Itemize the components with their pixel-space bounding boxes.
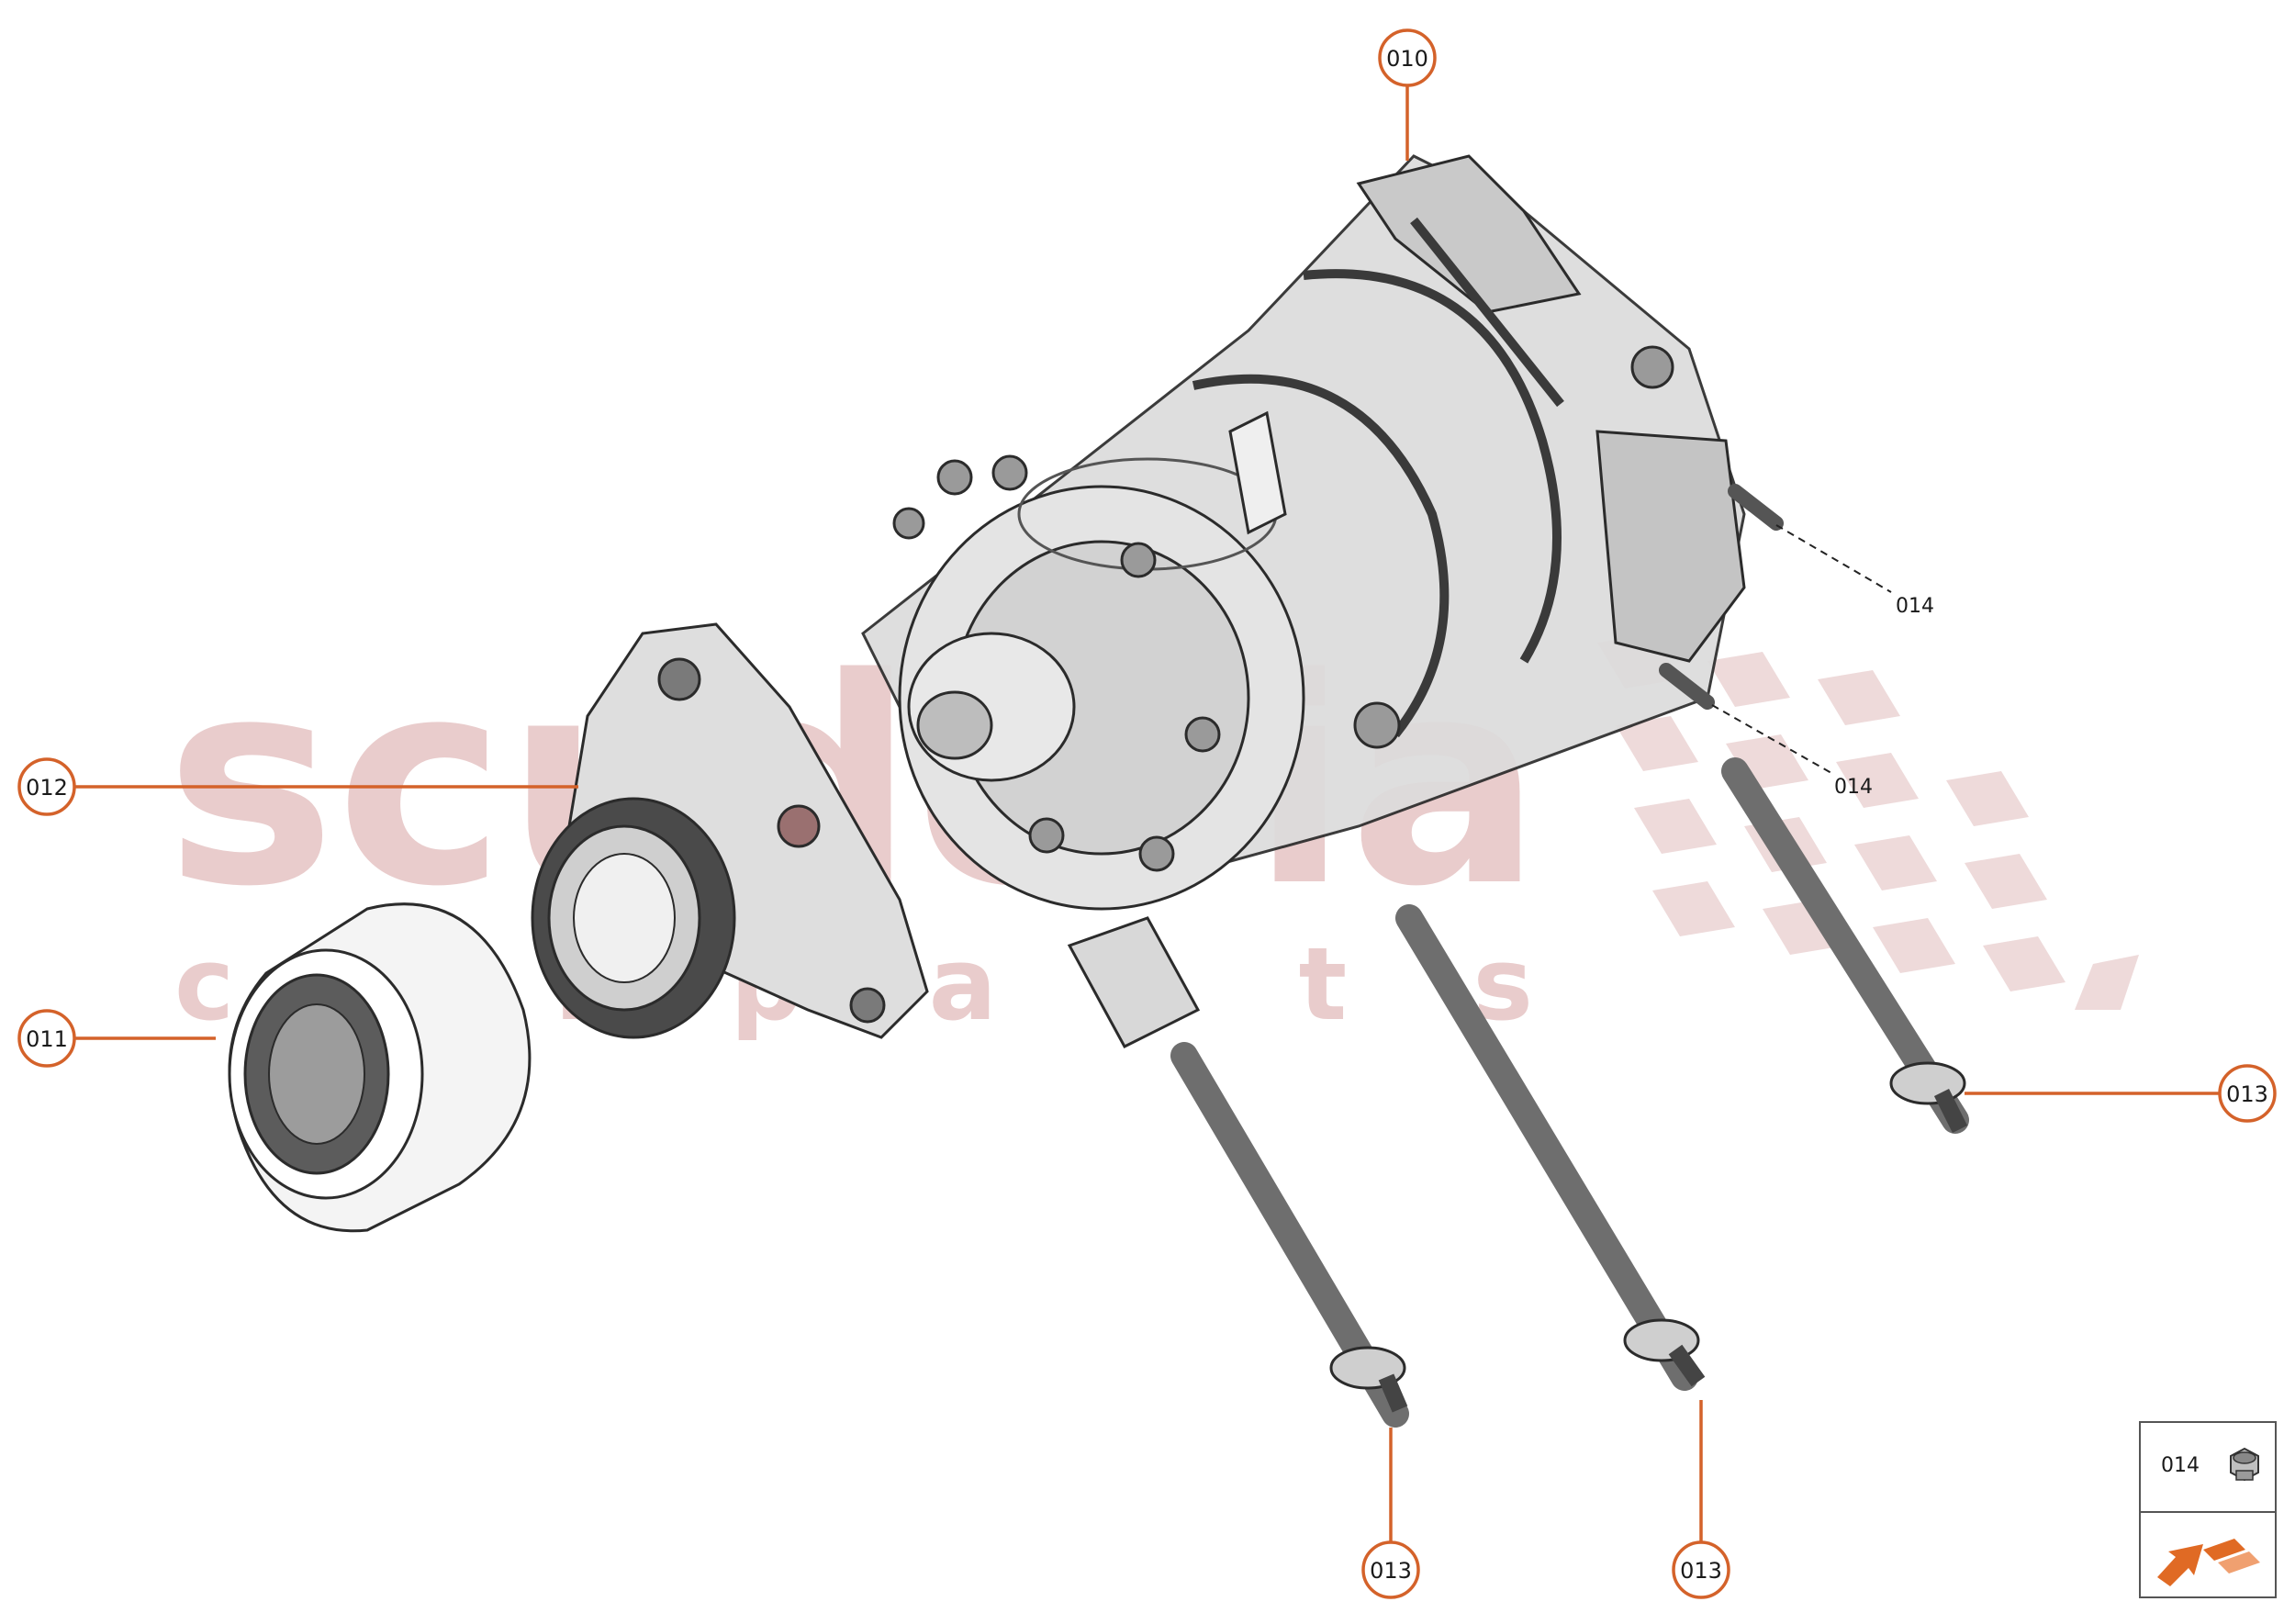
callout-010[interactable]: 010 xyxy=(1378,28,1437,87)
bolt-long-right xyxy=(1721,757,1969,1134)
leader-014-upper xyxy=(1775,524,1892,593)
hex-nut-icon xyxy=(2230,1447,2259,1482)
legend-box: 014 xyxy=(2139,1421,2277,1598)
stud-upper xyxy=(1728,484,1784,531)
callout-013-right[interactable]: 013 xyxy=(2218,1064,2277,1123)
callout-013-left-label: 013 xyxy=(1370,1558,1412,1584)
leader-014-lower xyxy=(1711,704,1832,774)
callout-013-middle[interactable]: 013 xyxy=(1672,1540,1730,1599)
callout-011-label: 011 xyxy=(26,1026,68,1052)
label-014-upper[interactable]: 014 xyxy=(1896,595,1934,618)
compressor-body xyxy=(861,154,1746,911)
callout-010-label: 010 xyxy=(1386,46,1428,72)
bolt-long-middle xyxy=(1395,904,1706,1391)
legend-code: 014 xyxy=(2161,1454,2200,1477)
bolt-long-left xyxy=(1067,916,1409,1428)
callout-013-right-label: 013 xyxy=(2226,1081,2268,1107)
splined-coupling xyxy=(228,902,532,1233)
legend-row-nut[interactable]: 014 xyxy=(2141,1423,2275,1513)
callout-013-middle-label: 013 xyxy=(1680,1558,1722,1584)
pump-flange xyxy=(531,622,929,1039)
stud-lower xyxy=(1659,663,1715,710)
callout-013-left[interactable]: 013 xyxy=(1361,1540,1420,1599)
label-014-lower[interactable]: 014 xyxy=(1834,776,1873,799)
orange-direction-arrow-icon[interactable] xyxy=(2150,1522,2266,1588)
callout-011[interactable]: 011 xyxy=(17,1009,76,1068)
callout-012-label: 012 xyxy=(26,775,68,801)
callout-012[interactable]: 012 xyxy=(17,757,76,816)
